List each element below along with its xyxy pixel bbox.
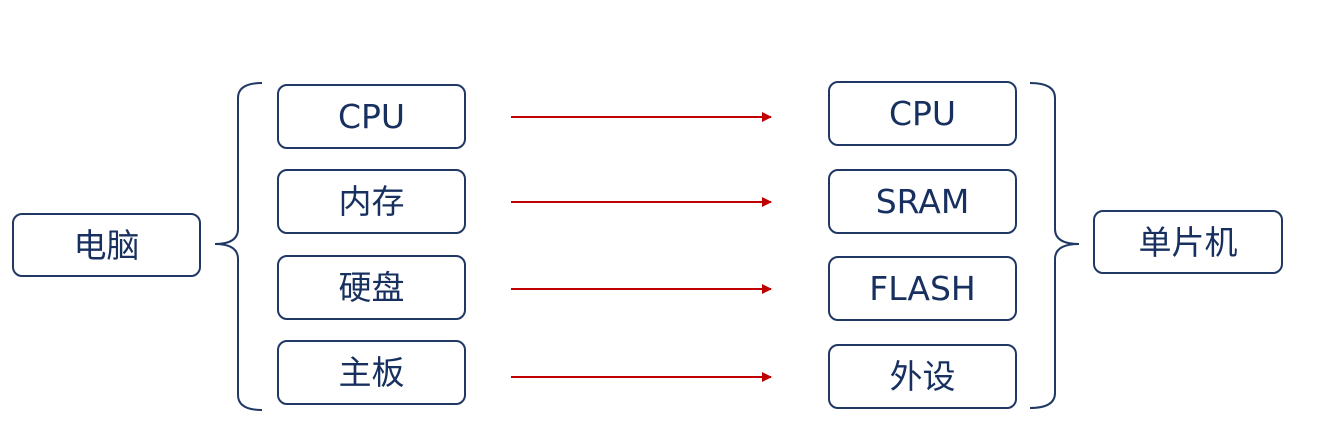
mcu-sram-box: SRAM bbox=[828, 169, 1017, 234]
right-brace bbox=[1029, 82, 1080, 409]
mcu-peripheral-box: 外设 bbox=[828, 344, 1017, 409]
mcu-cpu-box: CPU bbox=[828, 81, 1017, 146]
computer-board-box: 主板 bbox=[277, 340, 466, 405]
computer-cpu-box: CPU bbox=[277, 84, 466, 149]
computer-disk-box: 硬盘 bbox=[277, 255, 466, 320]
mcu-node: 单片机 bbox=[1093, 210, 1283, 274]
left-brace bbox=[214, 82, 263, 411]
computer-memory-box: 内存 bbox=[277, 169, 466, 234]
mcu-flash-box: FLASH bbox=[828, 256, 1017, 321]
computer-node: 电脑 bbox=[12, 213, 201, 277]
